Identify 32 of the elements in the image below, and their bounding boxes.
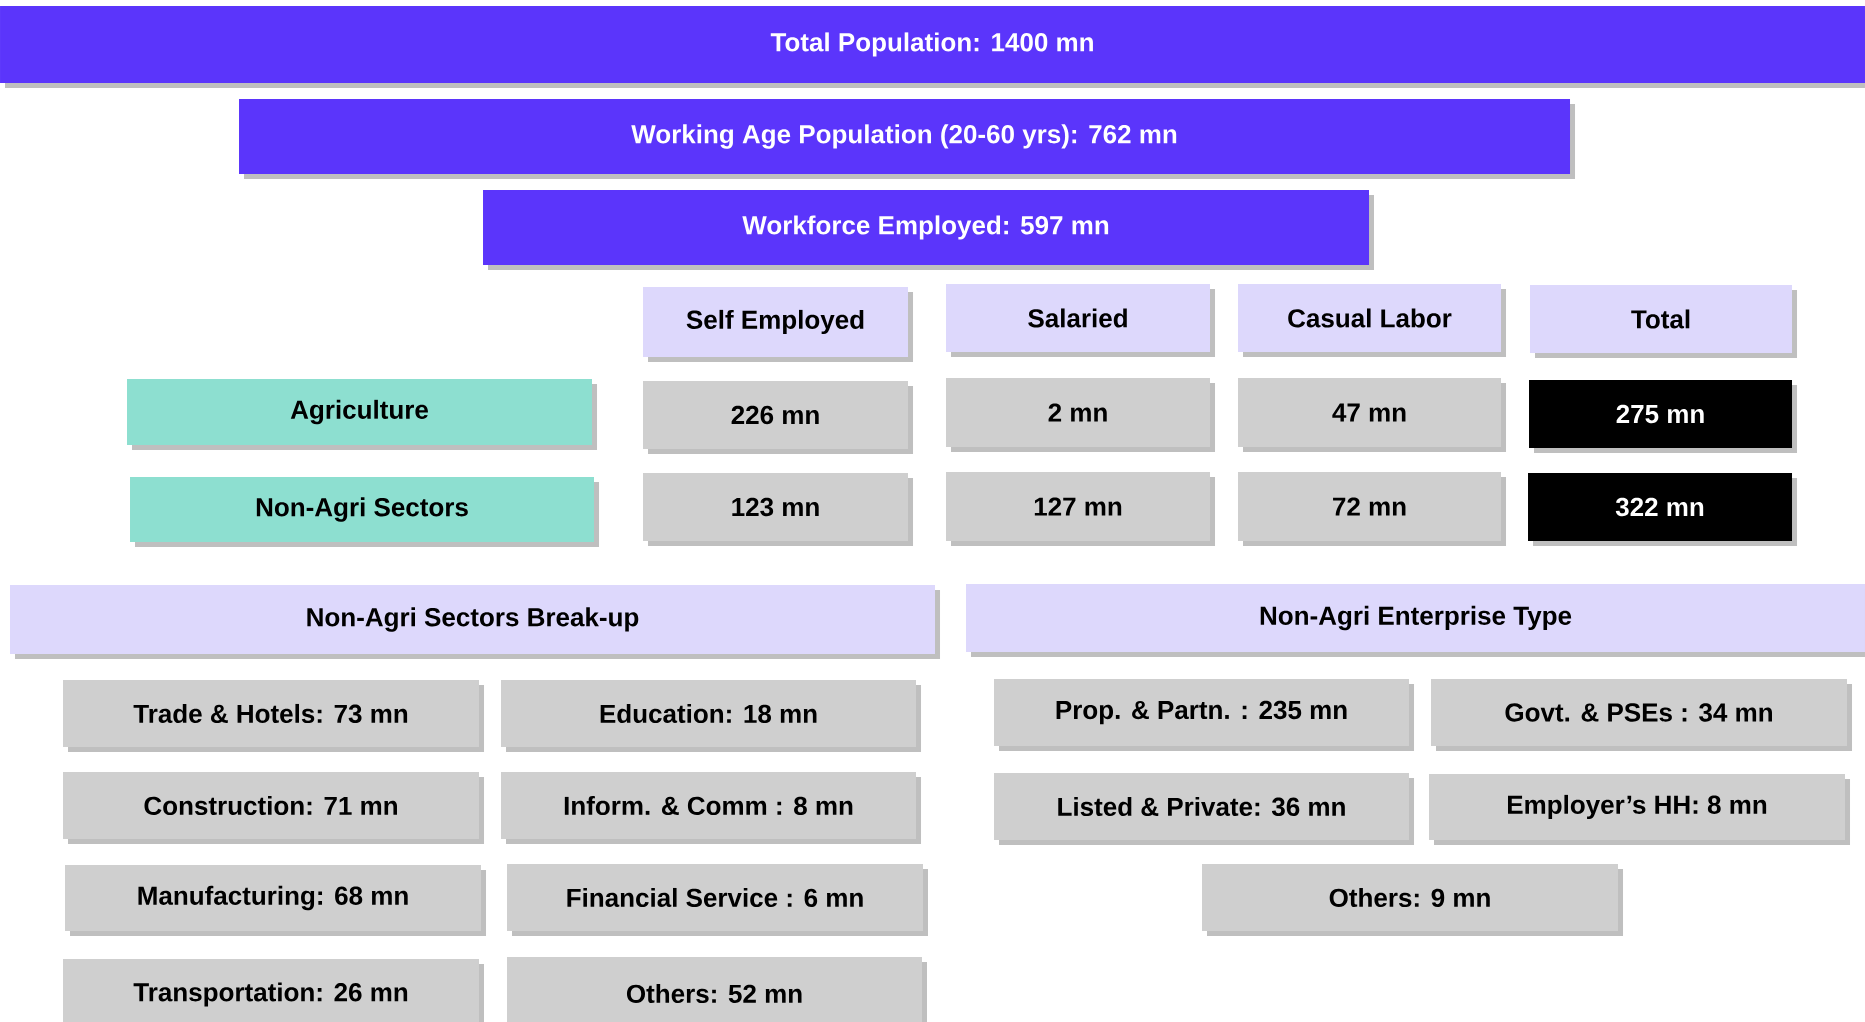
- value-cell: 47 mn: [1238, 378, 1506, 452]
- column-header: Casual Labor: [1238, 284, 1506, 357]
- category-box: Govt. & PSEs : 34 mn: [1431, 679, 1852, 751]
- population-bar: Total Population: 1400 mn: [0, 6, 1865, 88]
- category-box: Transportation: 26 mn: [63, 959, 484, 1022]
- category-box: Listed & Private: 36 mn: [994, 773, 1414, 845]
- section-header: Non-Agri Sectors Break-up: [10, 585, 940, 659]
- category-box: Employer’s HH: 8 mn: [1429, 774, 1850, 845]
- population-bar: Workforce Employed: 597 mn: [483, 190, 1374, 270]
- total-cell: 275 mn: [1529, 380, 1797, 453]
- category-box: Others: 9 mn: [1202, 864, 1623, 936]
- value-cell: 123 mn: [643, 473, 913, 546]
- category-box: Construction: 71 mn: [63, 772, 484, 844]
- value-cell: 72 mn: [1238, 472, 1506, 546]
- category-box: Education: 18 mn: [501, 680, 921, 752]
- column-header: Total: [1530, 285, 1797, 358]
- population-bar: Working Age Population (20-60 yrs): 762 mn: [239, 99, 1575, 179]
- value-cell: 127 mn: [946, 472, 1215, 546]
- value-cell: 2 mn: [946, 378, 1215, 452]
- row-header: Agriculture: [127, 379, 597, 450]
- column-header: Self Employed: [643, 287, 913, 362]
- category-box: Financial Service : 6 mn: [507, 864, 928, 936]
- column-header: Salaried: [946, 284, 1215, 357]
- value-cell: 226 mn: [643, 381, 913, 454]
- category-box: Trade & Hotels: 73 mn: [63, 680, 484, 752]
- total-cell: 322 mn: [1528, 473, 1797, 546]
- category-box: Prop. & Partn. : 235 mn: [994, 679, 1414, 751]
- row-header: Non-Agri Sectors: [130, 477, 599, 547]
- category-box: Others: 52 mn: [507, 957, 927, 1022]
- category-box: Manufacturing: 68 mn: [65, 865, 486, 936]
- category-box: Inform. & Comm : 8 mn: [501, 772, 921, 844]
- section-header: Non-Agri Enterprise Type: [966, 584, 1865, 657]
